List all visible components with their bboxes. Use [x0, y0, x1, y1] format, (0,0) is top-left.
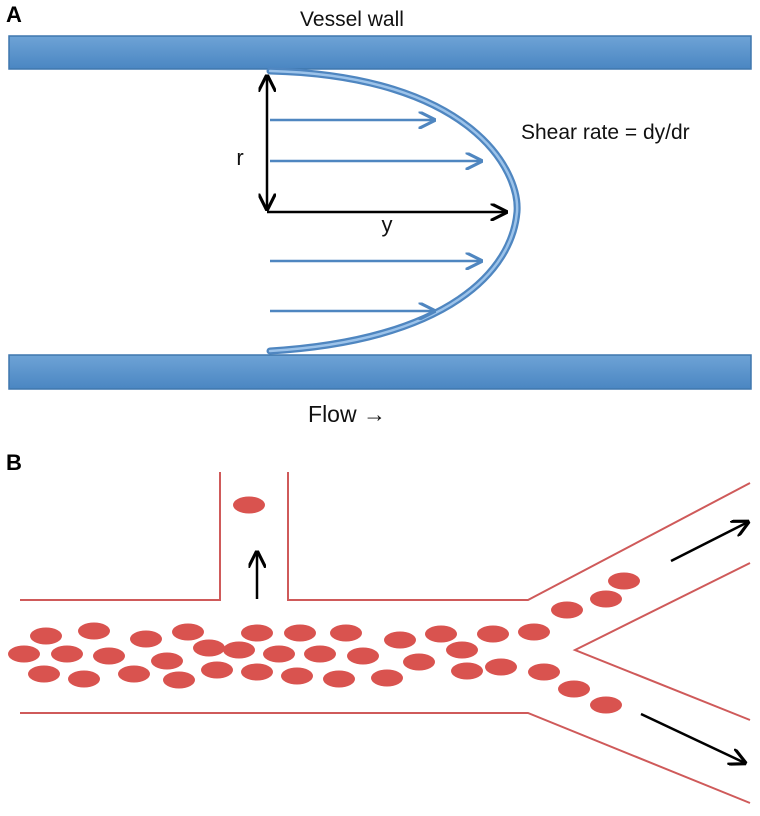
radius-label: r [236, 145, 243, 170]
red-blood-cell [446, 641, 478, 659]
red-blood-cell [558, 680, 590, 698]
upper-branch-flow-arrow [670, 522, 748, 563]
red-blood-cell [403, 653, 435, 671]
red-blood-cell [347, 647, 379, 665]
red-blood-cell [8, 645, 40, 663]
lower-branch-flow-arrow [640, 712, 745, 763]
panel-a-label: A [6, 2, 22, 27]
red-blood-cell [241, 624, 273, 642]
red-blood-cell [590, 590, 622, 608]
red-blood-cell [241, 663, 273, 681]
panel-b-label: B [6, 450, 22, 475]
red-blood-cell [451, 662, 483, 680]
red-blood-cell [30, 627, 62, 645]
red-blood-cell [51, 645, 83, 663]
side-branch-left-wall [20, 472, 221, 601]
red-blood-cell [93, 647, 125, 665]
red-blood-cell [201, 661, 233, 679]
red-blood-cell [263, 645, 295, 663]
red-blood-cell [233, 496, 265, 514]
red-blood-cell [425, 625, 457, 643]
red-blood-cell [193, 639, 225, 657]
red-blood-cell [518, 623, 550, 641]
vessel-outline [20, 472, 751, 804]
red-blood-cell [304, 645, 336, 663]
red-blood-cell [28, 665, 60, 683]
red-blood-cell [371, 669, 403, 687]
velocity-profile-highlight [268, 69, 519, 353]
red-blood-cell [163, 671, 195, 689]
red-blood-cell [151, 652, 183, 670]
red-blood-cell [284, 624, 316, 642]
red-blood-cell [323, 670, 355, 688]
velocity-label: y [382, 212, 393, 237]
red-blood-cell [118, 665, 150, 683]
red-blood-cell [528, 663, 560, 681]
vessel-wall-label: Vessel wall [300, 8, 404, 31]
top-vessel-wall [8, 35, 752, 70]
red-blood-cell [590, 696, 622, 714]
red-blood-cell [223, 641, 255, 659]
red-blood-cell [477, 625, 509, 643]
red-blood-cell [68, 670, 100, 688]
red-blood-cell [281, 667, 313, 685]
red-blood-cell [130, 630, 162, 648]
flow-direction-label: Flow → [308, 401, 386, 427]
red-blood-cell [78, 622, 110, 640]
side-branch-right-wall [287, 472, 751, 601]
red-blood-cell [485, 658, 517, 676]
red-blood-cell [384, 631, 416, 649]
red-blood-cells [8, 496, 640, 714]
panel-a: A Vessel wall r y Shear rate = dy/dr Flo… [6, 2, 752, 427]
red-blood-cell [551, 601, 583, 619]
bottom-vessel-wall [8, 354, 752, 390]
fork-inner-wall [572, 562, 751, 721]
shear-rate-label: Shear rate = dy/dr [521, 121, 690, 144]
panel-b: B [6, 450, 751, 804]
red-blood-cell [172, 623, 204, 641]
red-blood-cell [608, 572, 640, 590]
red-blood-cell [330, 624, 362, 642]
bottom-wall [20, 712, 751, 804]
